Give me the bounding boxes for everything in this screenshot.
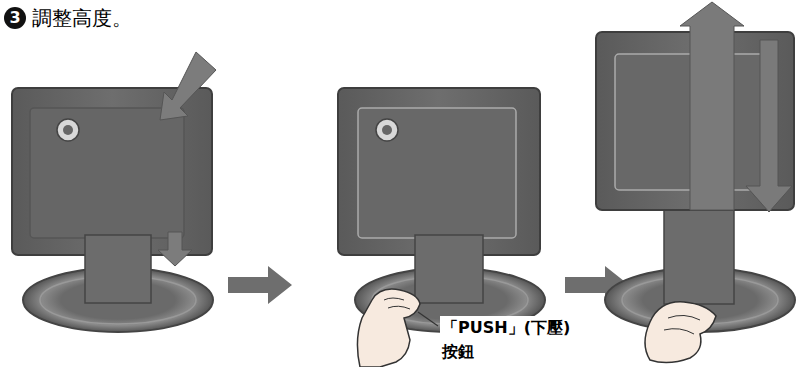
leader-line	[418, 312, 438, 326]
button-label: 「PUSH」(下壓) 按鈕	[440, 316, 584, 364]
step-title: 調整高度。	[32, 6, 132, 30]
step-arrow	[228, 266, 292, 304]
callout-number: 3	[4, 7, 26, 29]
monitor-3	[596, 2, 795, 363]
monitor-1	[12, 52, 216, 332]
